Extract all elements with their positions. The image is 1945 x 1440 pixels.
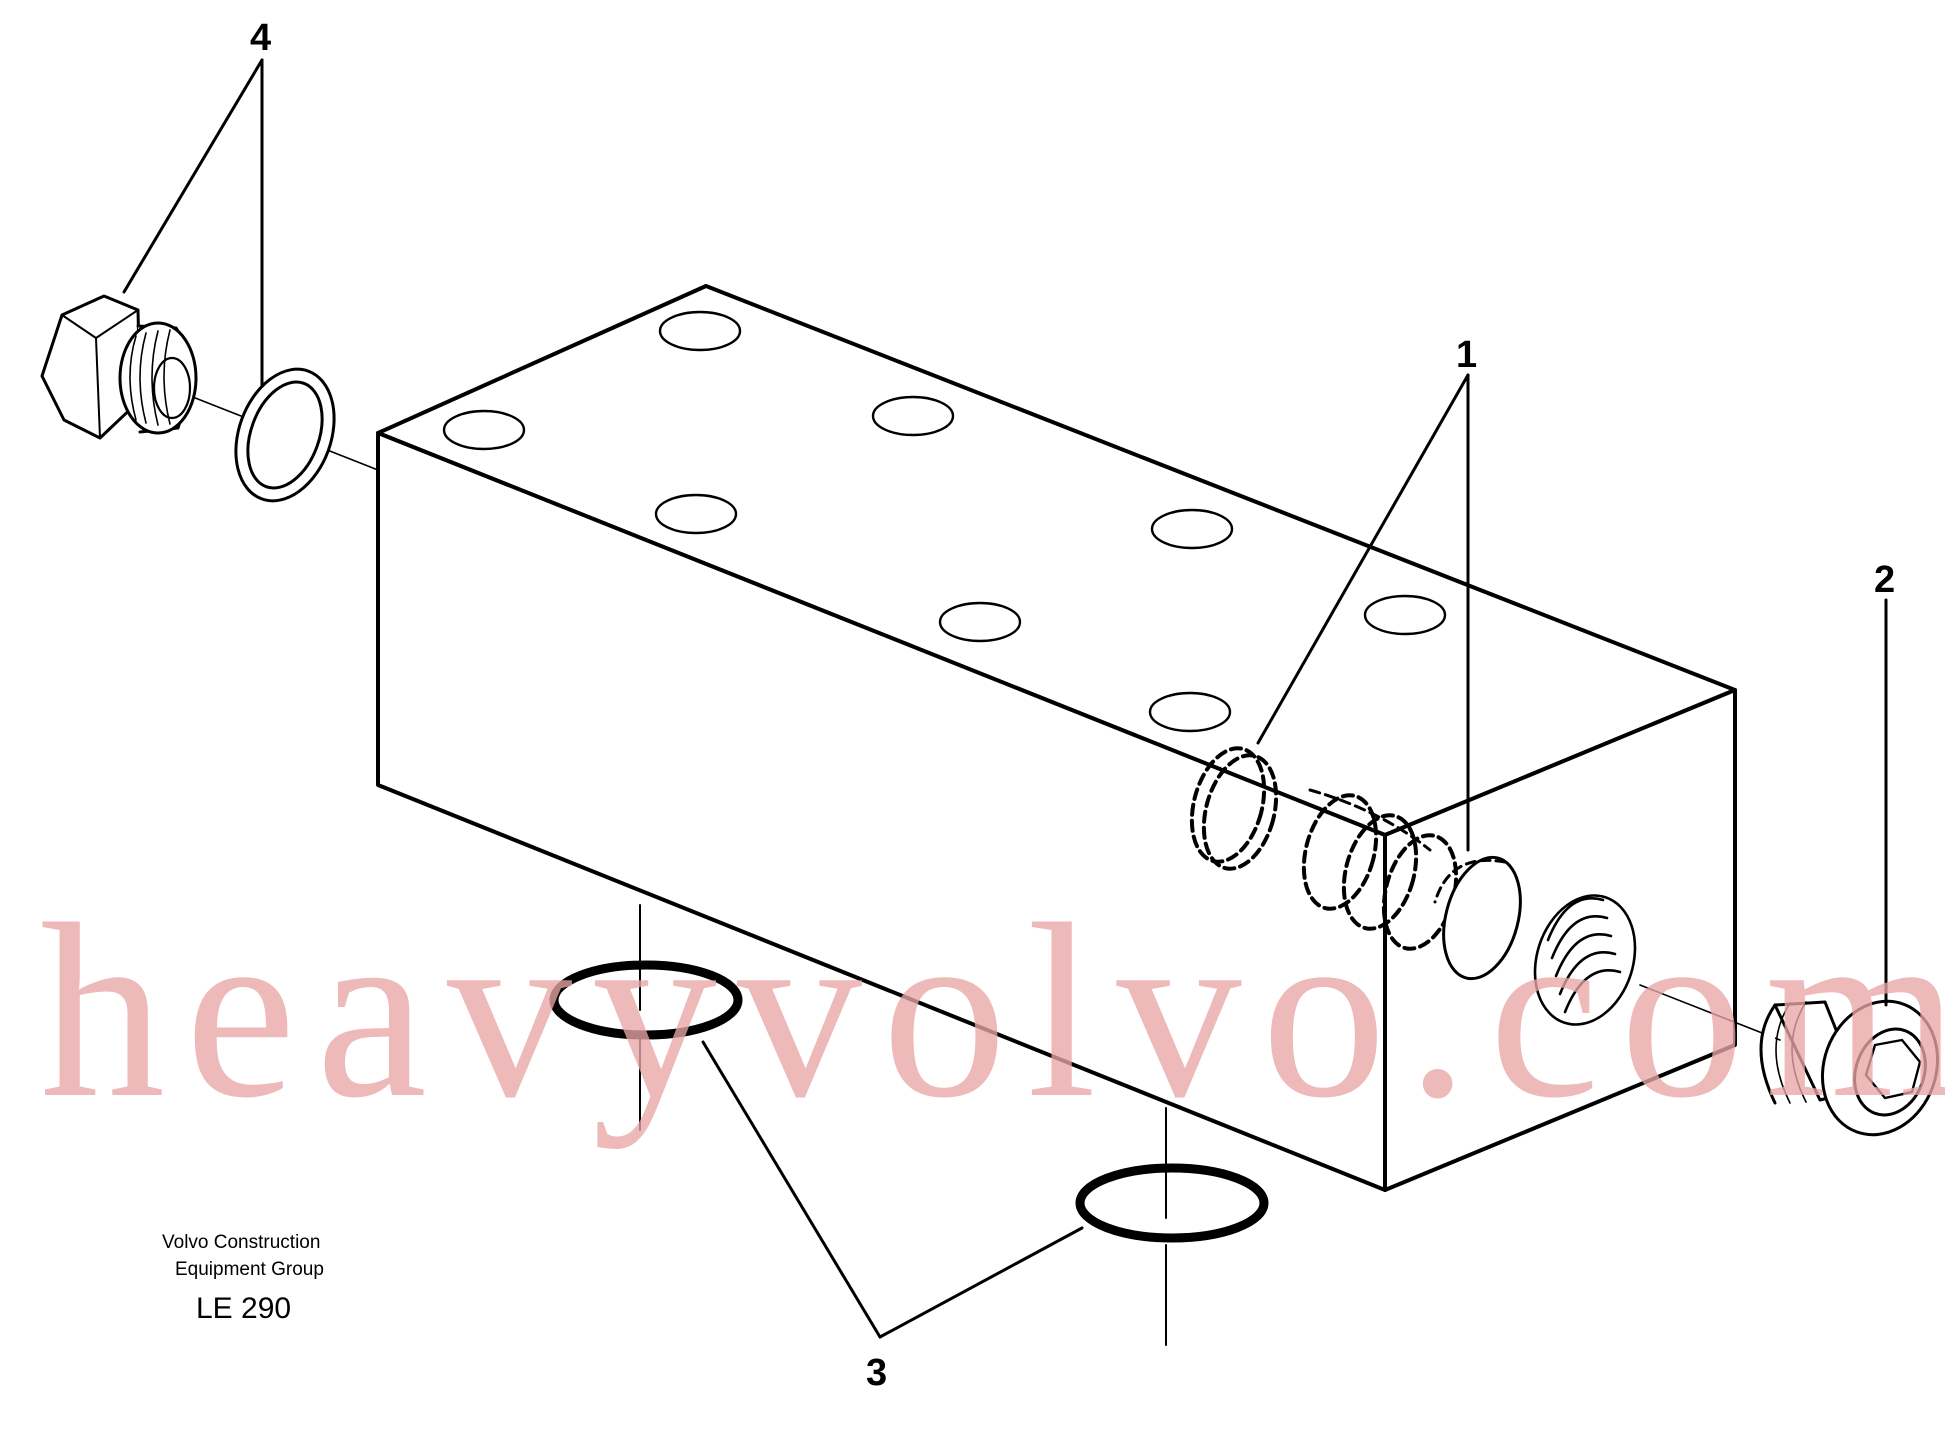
port-hole	[1150, 508, 1234, 550]
plug-item-2	[1639, 984, 1940, 1137]
port-hole	[871, 395, 955, 437]
port-hole	[658, 310, 742, 352]
plug-item-4	[40, 294, 379, 471]
credit-line-2: Equipment Group	[175, 1259, 324, 1280]
credit-line-1: Volvo Construction	[162, 1232, 320, 1253]
spring-item-1	[1189, 746, 1459, 951]
watermark-text: heavyvolvo.com	[40, 873, 1945, 1150]
callout-1: 1	[1456, 334, 1477, 376]
callout-2: 2	[1874, 559, 1895, 601]
callout-3: 3	[866, 1352, 887, 1394]
o-ring-item-3	[549, 904, 743, 1131]
o-ring-item-3	[1075, 1107, 1269, 1346]
seal-item-1	[1433, 855, 1522, 981]
threaded-port	[1533, 894, 1637, 1026]
port-hole	[938, 601, 1022, 643]
port-hole	[654, 493, 738, 535]
figure-code: LE 290	[196, 1292, 291, 1325]
port-hole	[1363, 594, 1447, 636]
port-hole	[442, 409, 526, 451]
callout-4: 4	[250, 17, 271, 59]
sealing-washer-item-4	[234, 367, 336, 503]
leader-lines	[122, 58, 1888, 1339]
port-hole	[1148, 691, 1232, 733]
top-face-ports	[442, 310, 1447, 733]
